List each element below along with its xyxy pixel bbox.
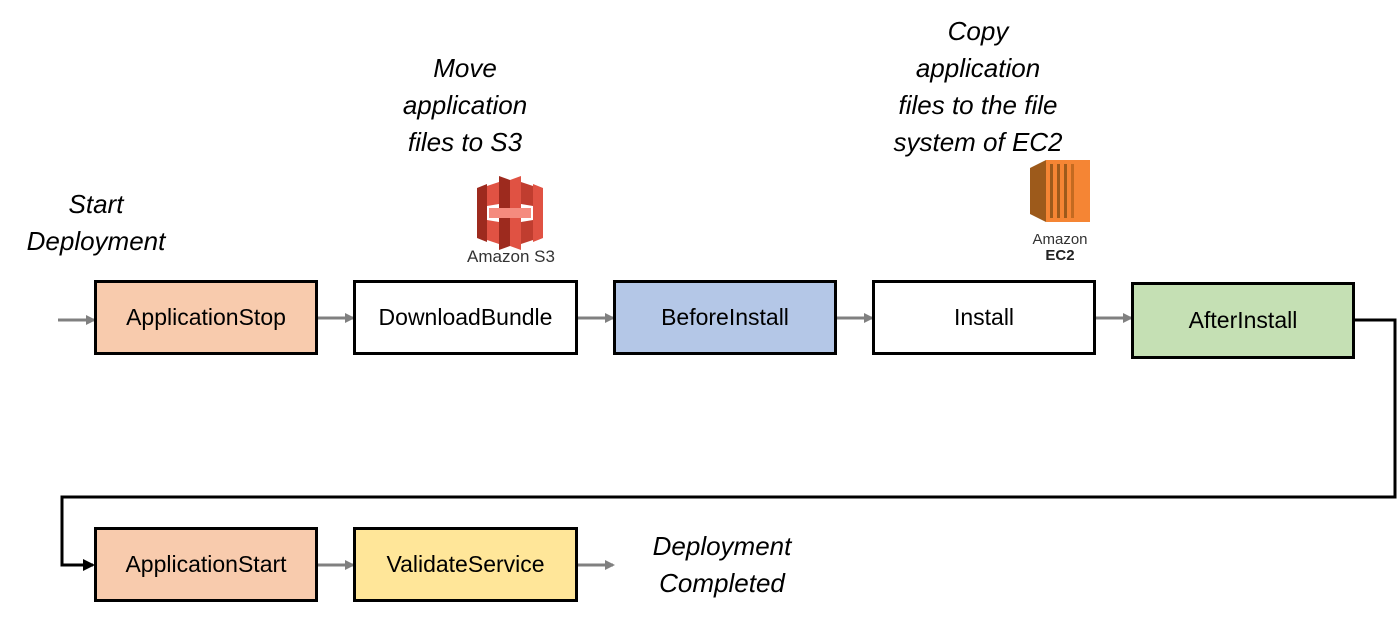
amazon-s3-icon — [477, 176, 543, 250]
caption-line: application — [402, 90, 528, 120]
amazon-ec2-label-top: Amazon — [1032, 231, 1088, 248]
connector-after-install-to-application-start — [60, 318, 1397, 571]
stage-application-stop: ApplicationStop — [94, 280, 318, 355]
caption-line: Completed — [659, 568, 785, 598]
caption-line: system of EC2 — [893, 127, 1063, 157]
caption-line: files to the file — [898, 90, 1058, 120]
amazon-s3-label: Amazon S3 — [467, 247, 555, 266]
stage-after-install: AfterInstall — [1131, 282, 1355, 359]
stage-validate-service: ValidateService — [353, 527, 578, 602]
caption-move-to-s3: Move application files to S3 — [375, 50, 555, 161]
caption-line: Deployment — [26, 226, 166, 256]
stage-before-install: BeforeInstall — [613, 280, 837, 355]
caption-line: Deployment — [652, 531, 792, 561]
amazon-ec2-icon — [1030, 160, 1090, 222]
caption-copy-to-ec2: Copy application files to the file syste… — [868, 13, 1088, 161]
caption-start-deployment: Start Deployment — [14, 186, 178, 260]
caption-line: Copy — [947, 16, 1009, 46]
amazon-ec2-label-bottom: EC2 — [1045, 247, 1075, 264]
stage-download-bundle: DownloadBundle — [353, 280, 578, 355]
stage-application-start: ApplicationStart — [94, 527, 318, 602]
caption-line: application — [915, 53, 1041, 83]
caption-line: Move — [433, 53, 497, 83]
stage-install: Install — [872, 280, 1096, 355]
caption-line: files to S3 — [407, 127, 523, 157]
caption-deployment-completed: Deployment Completed — [632, 528, 812, 602]
caption-line: Start — [68, 189, 124, 219]
